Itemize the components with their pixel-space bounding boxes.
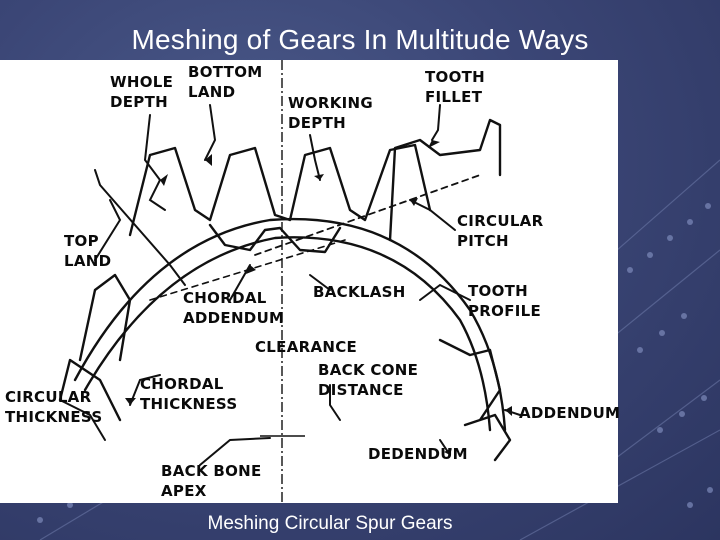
label-circular-pitch: CIRCULAR PITCH <box>457 212 544 250</box>
label-working-depth: WORKING DEPTH <box>288 94 374 132</box>
label-tooth-fillet: TOOTH FILLET <box>425 68 486 106</box>
label-addendum: ADDENDUM <box>519 404 621 422</box>
gear-teeth-lower-right <box>438 338 512 462</box>
label-back-bone-apex: BACK BONE APEX <box>161 462 262 500</box>
gear-teeth-mesh <box>208 223 342 254</box>
gear-diagram-panel: WHOLE DEPTH BOTTOM LAND WORKING DEPTH TO… <box>0 60 621 503</box>
label-backlash: BACKLASH <box>313 283 406 301</box>
gear-diagram-drawing <box>58 60 521 503</box>
label-whole-depth: WHOLE DEPTH <box>110 73 174 111</box>
diagram-caption: Meshing Circular Spur Gears <box>207 513 453 534</box>
gear-teeth-upper <box>128 143 432 237</box>
label-circular-thickness: CIRCULAR THICKNESS <box>5 388 103 426</box>
label-tooth-profile: TOOTH PROFILE <box>468 282 542 320</box>
label-bottom-land: BOTTOM LAND <box>188 63 263 101</box>
label-clearance: CLEARANCE <box>255 338 358 356</box>
slide-title: Meshing of Gears In Multitude Ways <box>131 24 589 55</box>
dashed-guide-1 <box>254 174 481 256</box>
label-chordal-addendum: CHORDAL ADDENDUM <box>183 289 285 327</box>
gear-tooth-right <box>388 118 502 242</box>
label-chordal-thickness: CHORDAL THICKNESS <box>140 375 238 413</box>
label-back-cone-distance: BACK CONE DISTANCE <box>318 361 419 399</box>
label-dedendum: DEDENDUM <box>368 445 468 463</box>
gear-teeth-left <box>58 273 132 422</box>
label-top-land: TOP LAND <box>64 232 112 270</box>
